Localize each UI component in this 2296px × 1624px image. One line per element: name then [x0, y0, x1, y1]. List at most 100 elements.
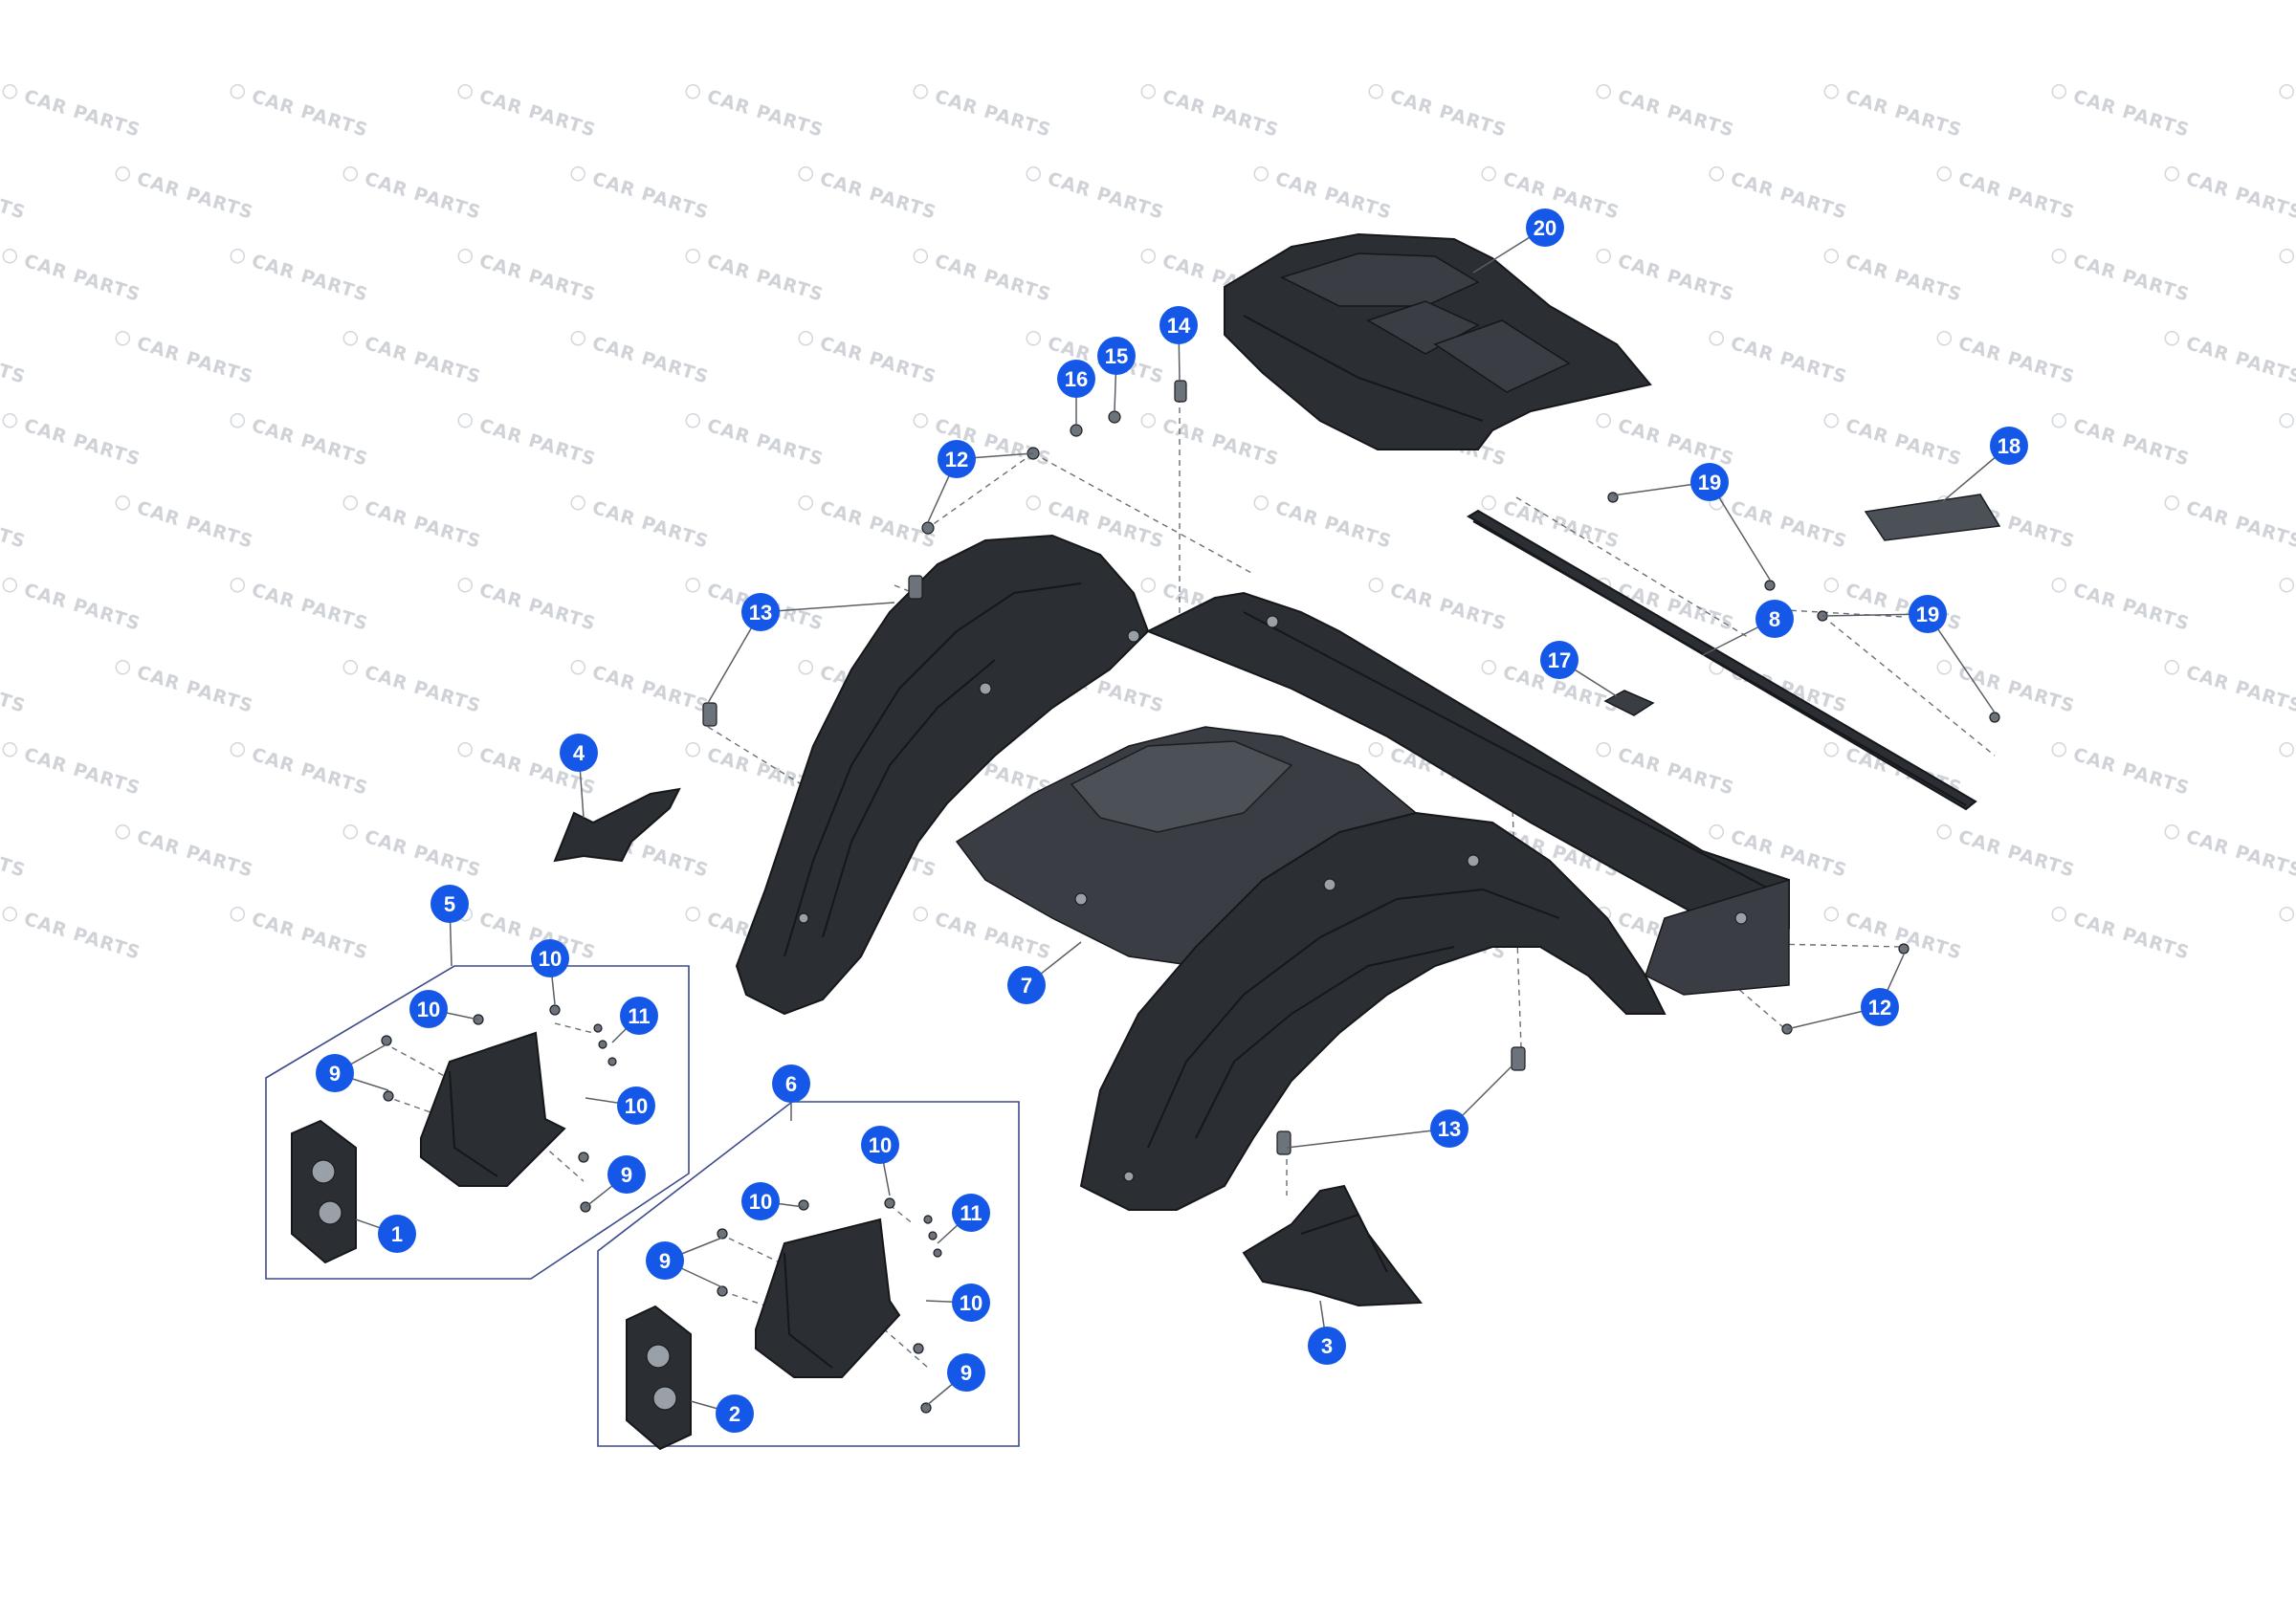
- car-parts-logo-icon: CAR PARTS: [1936, 330, 2077, 388]
- callout-10-kit6-right[interactable]: 10: [952, 1284, 990, 1322]
- part-clip-17: [1603, 690, 1655, 716]
- callout-5[interactable]: 5: [430, 885, 469, 923]
- callout-12-right[interactable]: 12: [1861, 988, 1899, 1026]
- svg-text:7: 7: [1021, 974, 1032, 998]
- watermark-text: CAR PARTS: [134, 333, 255, 388]
- watermark-text: CAR PARTS: [134, 662, 255, 717]
- callout-9-kit6-right[interactable]: 9: [947, 1353, 985, 1392]
- car-parts-logo-icon: CAR PARTS: [2164, 823, 2296, 882]
- callout-8[interactable]: 8: [1755, 600, 1794, 638]
- svg-text:19: 19: [1698, 471, 1721, 494]
- callout-19-top[interactable]: 19: [1690, 463, 1729, 501]
- watermark-text: CAR PARTS: [362, 497, 483, 553]
- watermark-text: CAR PARTS: [0, 826, 28, 882]
- car-parts-logo-icon: CAR PARTS: [1823, 906, 1964, 964]
- callout-13-bottom[interactable]: 13: [1430, 1109, 1468, 1148]
- car-parts-logo-icon: CAR PARTS: [685, 83, 826, 142]
- svg-text:10: 10: [869, 1133, 892, 1157]
- callout-4[interactable]: 4: [560, 734, 598, 772]
- watermark-text: CAR PARTS: [2070, 580, 2192, 635]
- car-parts-logo-icon: CAR PARTS: [2051, 741, 2192, 800]
- watermark-text: CAR PARTS: [476, 580, 598, 635]
- watermark-text: CAR PARTS: [1500, 168, 1622, 224]
- callout-11-kit6[interactable]: 11: [952, 1194, 990, 1232]
- callout-10-kit5-right[interactable]: 10: [617, 1086, 655, 1125]
- callout-10-kit5-left[interactable]: 10: [409, 990, 448, 1028]
- car-parts-logo-icon: CAR PARTS: [1936, 165, 2077, 224]
- part-bracket-3: [1242, 1184, 1423, 1307]
- watermark-text: CAR PARTS: [2183, 497, 2296, 553]
- car-parts-logo-icon: CAR PARTS: [1709, 494, 1849, 553]
- callout-3[interactable]: 3: [1308, 1327, 1346, 1365]
- watermark-text: CAR PARTS: [704, 251, 826, 306]
- car-parts-logo-icon: CAR PARTS: [2, 741, 143, 800]
- svg-text:10: 10: [749, 1190, 772, 1214]
- car-parts-logo-icon: CAR PARTS: [0, 168, 28, 224]
- callout-17[interactable]: 17: [1540, 641, 1578, 679]
- car-parts-logo-icon: CAR PARTS: [1709, 330, 1849, 388]
- watermark-text: CAR PARTS: [1615, 86, 1736, 142]
- callout-16[interactable]: 16: [1057, 360, 1095, 398]
- svg-text:20: 20: [1534, 216, 1556, 240]
- svg-text:14: 14: [1167, 314, 1191, 338]
- car-parts-logo-icon: CAR PARTS: [230, 412, 370, 471]
- car-parts-logo-icon: CAR PARTS: [115, 659, 255, 717]
- part-pad: [1864, 494, 2001, 541]
- watermark-text: CAR PARTS: [704, 86, 826, 142]
- part-underbody-frame: [735, 534, 1790, 1211]
- callout-18[interactable]: 18: [1990, 427, 2028, 465]
- watermark-text: CAR PARTS: [1955, 333, 2077, 388]
- watermark-text: CAR PARTS: [1843, 580, 1964, 635]
- watermark-text: CAR PARTS: [1387, 86, 1509, 142]
- callout-10-kit5-top[interactable]: 10: [531, 939, 569, 977]
- callout-9-kit5-left[interactable]: 9: [316, 1054, 354, 1092]
- watermark-text: CAR PARTS: [932, 86, 1053, 142]
- car-parts-logo-icon: CAR PARTS: [1140, 412, 1281, 471]
- car-parts-logo-icon: CAR PARTS: [342, 165, 483, 224]
- watermark-text: CAR PARTS: [476, 251, 598, 306]
- callout-14[interactable]: 14: [1159, 306, 1198, 344]
- car-parts-logo-icon: CAR PARTS: [342, 330, 483, 388]
- callout-7[interactable]: 7: [1007, 966, 1046, 1004]
- car-parts-logo-icon: CAR PARTS: [230, 741, 370, 800]
- car-parts-logo-icon: CAR PARTS: [230, 577, 370, 635]
- watermark-text: CAR PARTS: [362, 826, 483, 882]
- callout-15[interactable]: 15: [1097, 337, 1136, 375]
- watermark-text: CAR PARTS: [362, 333, 483, 388]
- part-mount-bracket-6: [755, 1218, 901, 1378]
- car-parts-logo-icon: CAR PARTS: [230, 906, 370, 964]
- car-parts-logo-icon: CAR PARTS: [457, 577, 598, 635]
- svg-text:16: 16: [1065, 367, 1088, 391]
- watermark-text: CAR PARTS: [249, 86, 370, 142]
- car-parts-logo-icon: CAR PARTS: [230, 248, 370, 306]
- callout-19-right[interactable]: 19: [1909, 595, 1947, 633]
- watermark-text: CAR PARTS: [817, 168, 938, 224]
- callout-12-top[interactable]: 12: [938, 440, 976, 478]
- callout-20[interactable]: 20: [1526, 208, 1564, 247]
- car-parts-logo-icon: CAR PARTS: [2164, 165, 2296, 224]
- callout-13-top[interactable]: 13: [741, 593, 780, 631]
- car-parts-logo-icon: CAR PARTS: [1140, 83, 1281, 142]
- callout-2[interactable]: 2: [716, 1394, 754, 1433]
- svg-text:10: 10: [960, 1291, 982, 1315]
- watermark-text: CAR PARTS: [1955, 662, 2077, 717]
- watermark-text: CAR PARTS: [2070, 415, 2192, 471]
- car-parts-logo-icon: CAR PARTS: [115, 330, 255, 388]
- svg-text:6: 6: [785, 1072, 797, 1096]
- car-parts-logo-icon: CAR PARTS: [2051, 248, 2192, 306]
- callout-6[interactable]: 6: [772, 1064, 810, 1103]
- svg-text:4: 4: [573, 741, 585, 765]
- watermark-text: CAR PARTS: [1728, 333, 1849, 388]
- callout-10-kit6-left[interactable]: 10: [741, 1182, 780, 1220]
- svg-text:12: 12: [945, 448, 968, 472]
- kit-frame-6: [597, 1101, 1020, 1447]
- car-parts-logo-icon: CAR PARTS: [798, 330, 938, 388]
- callout-1[interactable]: 1: [378, 1215, 416, 1253]
- callout-9-kit5-right[interactable]: 9: [607, 1155, 646, 1194]
- watermark-text: CAR PARTS: [249, 251, 370, 306]
- callout-11-kit5[interactable]: 11: [620, 997, 658, 1035]
- watermark-text: CAR PARTS: [589, 662, 711, 717]
- callout-9-kit6-left[interactable]: 9: [646, 1241, 684, 1280]
- callout-10-kit6-top[interactable]: 10: [861, 1126, 899, 1164]
- part-floor-panel: [1224, 232, 1652, 450]
